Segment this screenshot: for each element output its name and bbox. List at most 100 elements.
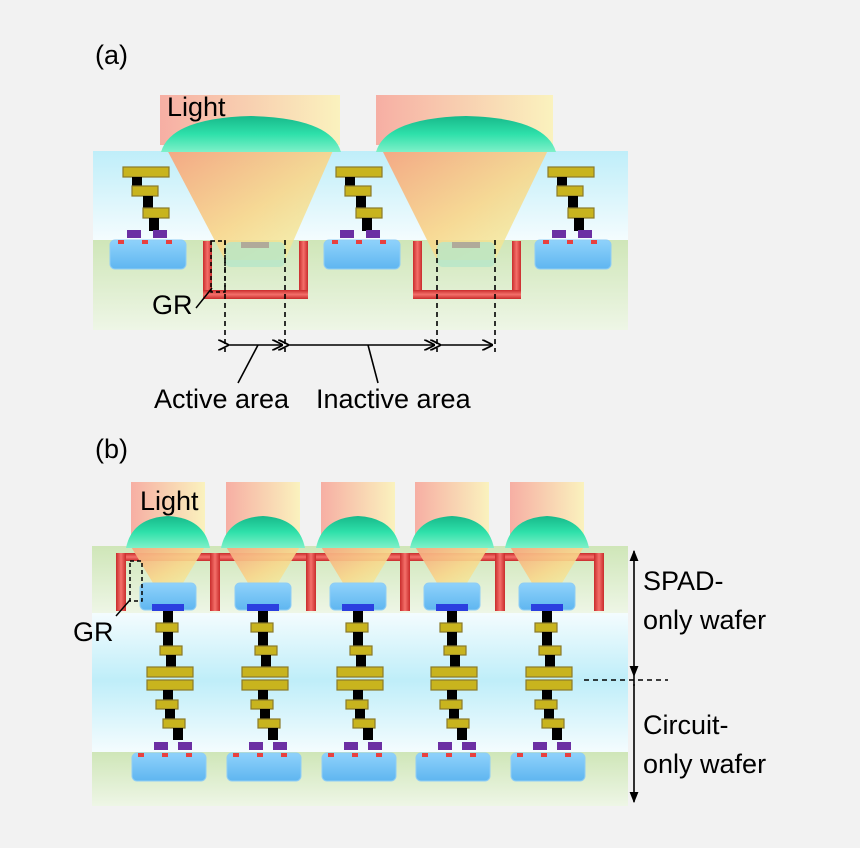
spad-pixel [423,582,481,611]
microlens [221,516,305,548]
diffusion-contact [541,753,547,757]
metal-layer [439,622,463,633]
active-area-label: Active area [154,384,290,414]
via [163,690,173,700]
diffusion-contact [118,240,124,244]
hybrid-bond-stack [510,611,586,782]
diffusion-contact [281,753,287,757]
diffusion-contact [352,753,358,757]
contact-pad [127,230,141,238]
microlens [126,516,210,548]
via [258,611,268,623]
contact-pad [344,742,358,750]
metal-layer [538,645,562,656]
contact-pad [438,742,452,750]
pixel-circuit [109,239,187,270]
metal-layer [541,718,565,729]
implant-well [415,752,491,782]
bonding-metal-top [336,666,384,678]
via [355,709,365,719]
via [353,632,363,646]
cathode-contact [241,242,269,248]
metal-layer [345,699,369,710]
contact-pad [557,742,571,750]
microlens [161,116,341,152]
metal-layer [446,718,470,729]
implant-well [534,239,612,270]
contact-pad [178,742,192,750]
metal-stack [547,166,595,238]
microlens [505,516,589,548]
bonding-metal-bottom [336,679,384,691]
focused-light-cone [509,545,585,588]
spad-active-region [437,242,495,267]
diffusion-contact [233,753,239,757]
via [165,709,175,719]
diffusion-contact [567,240,573,244]
diffusion-contact [422,753,428,757]
via [457,728,467,740]
metal-layer [345,622,369,633]
focused-light-cone [320,545,396,588]
via [363,728,373,740]
guard-ring-label-b: GR [73,617,114,647]
via [568,196,578,208]
panel-a-label: (a) [95,40,128,70]
guard-ring-leader-b [115,599,131,617]
metal-stack [335,166,383,238]
spad-pixel [518,582,576,611]
spad-pixel [329,582,387,611]
spad-wafer-label-line1: SPAD- [643,566,724,596]
via [557,177,567,186]
inactive-area-label: Inactive area [316,384,472,414]
guard-ring-vertical [594,553,604,611]
implant-well [226,752,302,782]
guard-ring-vertical [116,553,126,611]
dimension-lines [225,240,496,384]
cathode-contact [342,604,374,611]
guard-ring-horizontal [203,290,308,299]
spad-active-region [225,242,285,267]
diffusion-contact [565,753,571,757]
microlens [376,116,556,152]
contact-pad [273,742,287,750]
guard-ring-horizontal [413,290,521,299]
metal-layer [534,699,558,710]
guard-ring [413,241,521,299]
metal-layer [142,207,170,219]
via [173,728,183,740]
cathode-contact [436,604,468,611]
focused-light-cone [130,545,206,588]
pixel-circuit [534,239,612,270]
via [450,655,460,667]
metal-layer [254,645,278,656]
metal-layer [122,166,170,178]
metal-layer [439,699,463,710]
via [356,196,366,208]
via [542,611,552,623]
microlens [316,516,400,548]
spad-pixel [234,582,292,611]
diffusion-contact [257,753,263,757]
cathode-contact [247,604,279,611]
contact-pad [153,230,167,238]
metal-layer [162,718,186,729]
implant-well [510,752,586,782]
via [166,655,176,667]
via [143,196,153,208]
via [163,632,173,646]
contact-pad [154,742,168,750]
implant-well [131,752,207,782]
bonding-metal-top [241,666,289,678]
guard-ring-label-a: GR [152,290,193,320]
spad-junction [225,242,285,267]
via [260,709,270,719]
guard-ring [203,241,308,299]
via [353,611,363,623]
via [542,690,552,700]
focused-light-cone [414,545,490,588]
cathode-contact [531,604,563,611]
via [447,611,457,623]
wafer-bracket-arrows [584,549,668,804]
implant-well [323,239,401,270]
